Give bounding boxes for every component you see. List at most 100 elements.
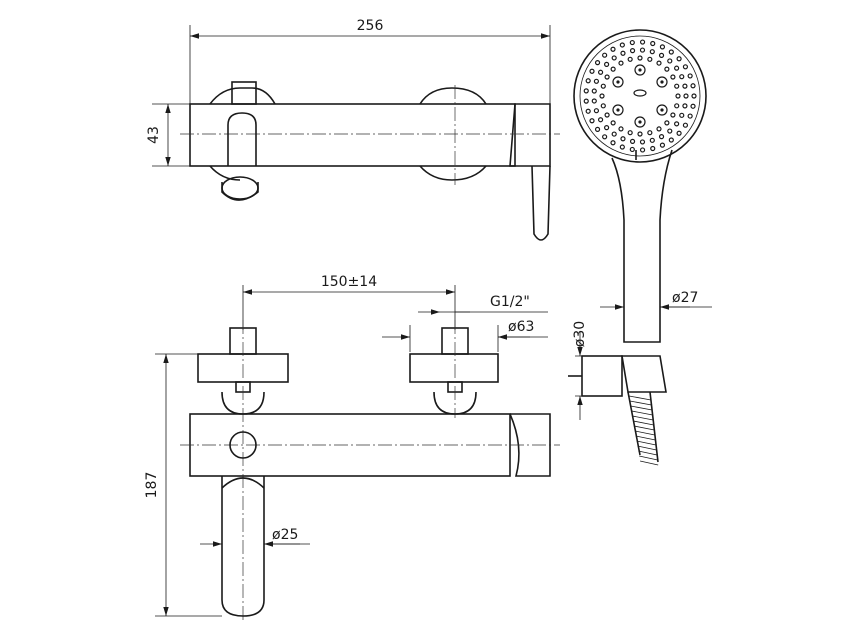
nozzle-large (612, 104, 624, 116)
top-view: 256 43 (146, 18, 560, 241)
shower-head-inner (579, 35, 701, 157)
hose-coil (629, 400, 652, 406)
dim-label-43: 43 (146, 126, 162, 144)
nozzle-dot (682, 83, 688, 89)
nozzle-dot (650, 40, 656, 47)
nozzle-dot (639, 39, 646, 45)
spout-collar (221, 477, 265, 489)
hand-shower: ø27 ø30 (568, 29, 712, 466)
nozzle-dot (658, 134, 665, 140)
nozzle-center (638, 120, 642, 124)
dim-label-spout: ø25 (272, 527, 298, 543)
nozzle-dot (602, 52, 608, 58)
nozzle-dot (679, 112, 685, 118)
nozzle-dot (664, 66, 670, 72)
nozzle-dot (676, 56, 682, 62)
hose-coil (632, 415, 654, 421)
nozzle-dot (682, 64, 689, 70)
nozzle-dot (629, 146, 635, 153)
lever-handle (531, 165, 551, 241)
nozzle-dot (670, 74, 676, 80)
nozzle-center (616, 108, 620, 112)
nozzle-dot (649, 137, 655, 143)
hose-coil (639, 460, 659, 466)
dim-label-handle: ø27 (672, 290, 698, 306)
nozzle-dot (637, 55, 643, 61)
spout-front (221, 476, 265, 617)
nozzle-dot (639, 47, 646, 53)
nozzle-dot (583, 88, 589, 94)
nozzle-dot (589, 118, 595, 124)
nozzle-dot (585, 108, 591, 114)
dim-label-flange: ø63 (508, 319, 534, 335)
nozzle-dot (667, 58, 673, 64)
nozzle-dot (602, 134, 608, 140)
nozzle-dot (599, 93, 605, 99)
hose-coil (637, 445, 657, 451)
nozzle-dot (619, 42, 625, 48)
nozzle-dot (691, 93, 697, 99)
nozzle-dot (656, 126, 662, 132)
nozzle-center (660, 80, 664, 84)
hose-coil (628, 395, 652, 401)
dim-label-187: 187 (144, 472, 160, 499)
nozzle-dot (649, 49, 655, 55)
nozzle-large (656, 104, 668, 116)
nozzle-dot (647, 130, 653, 136)
hose-coil (634, 430, 655, 436)
nozzle-dot (687, 73, 693, 79)
nozzle-dot (629, 138, 636, 144)
nozzle-dot (674, 65, 680, 71)
right-flange-bottom (419, 165, 487, 181)
nozzle-dot (620, 136, 626, 142)
nozzle-large (634, 64, 646, 76)
hose-edge-left (627, 391, 641, 456)
dim-label-150: 150±14 (321, 274, 377, 290)
nozzle-dot (618, 60, 624, 66)
mixer-body-top (189, 103, 516, 167)
shower-hose (627, 391, 659, 466)
hose-coil (639, 455, 658, 461)
nozzle-dot (593, 108, 600, 114)
nozzle-dot (604, 112, 610, 118)
cartridge-cap-front (509, 413, 551, 477)
left-flange-top (209, 87, 276, 105)
nozzle-large (656, 76, 668, 88)
nozzle-dot (674, 103, 680, 109)
nozzle-dot (690, 103, 696, 109)
left-flange-bottom (209, 165, 241, 181)
hose-coil (638, 450, 658, 456)
front-view: 150±14 G1/2" ø63 (144, 274, 560, 620)
nozzle-dot (647, 56, 653, 62)
diverter-knob (229, 431, 257, 459)
nozzle-dot (611, 55, 617, 61)
nozzle-center (660, 108, 664, 112)
nozzle-dot (674, 121, 680, 127)
nozzle-dot (597, 117, 604, 123)
hose-coil (631, 410, 653, 416)
nozzle-dot (594, 126, 601, 132)
nozzle-dot (627, 56, 633, 62)
nozzle-dot (600, 103, 606, 109)
nozzle-dot (583, 98, 589, 104)
nozzle-dot (620, 50, 626, 56)
nozzle-dot (668, 137, 674, 143)
nozzle-slot (633, 89, 647, 97)
hose-coil (630, 405, 653, 411)
dim-label-256: 256 (357, 18, 384, 34)
hose-coil (635, 435, 656, 441)
hose-edge-right (649, 391, 659, 463)
nozzle-dot (659, 142, 666, 148)
spout-top (227, 112, 257, 166)
nozzle-dot (629, 39, 635, 46)
nozzle-dot (610, 46, 616, 52)
nozzle-dot (683, 93, 689, 99)
shower-head-outer (573, 29, 707, 163)
nozzle-dot (679, 74, 685, 80)
nozzle-dot (675, 93, 681, 99)
shower-handle (611, 149, 673, 343)
nozzle-dot (610, 140, 616, 146)
hose-coil (633, 420, 654, 426)
dim-label-holder: ø30 (572, 321, 588, 347)
